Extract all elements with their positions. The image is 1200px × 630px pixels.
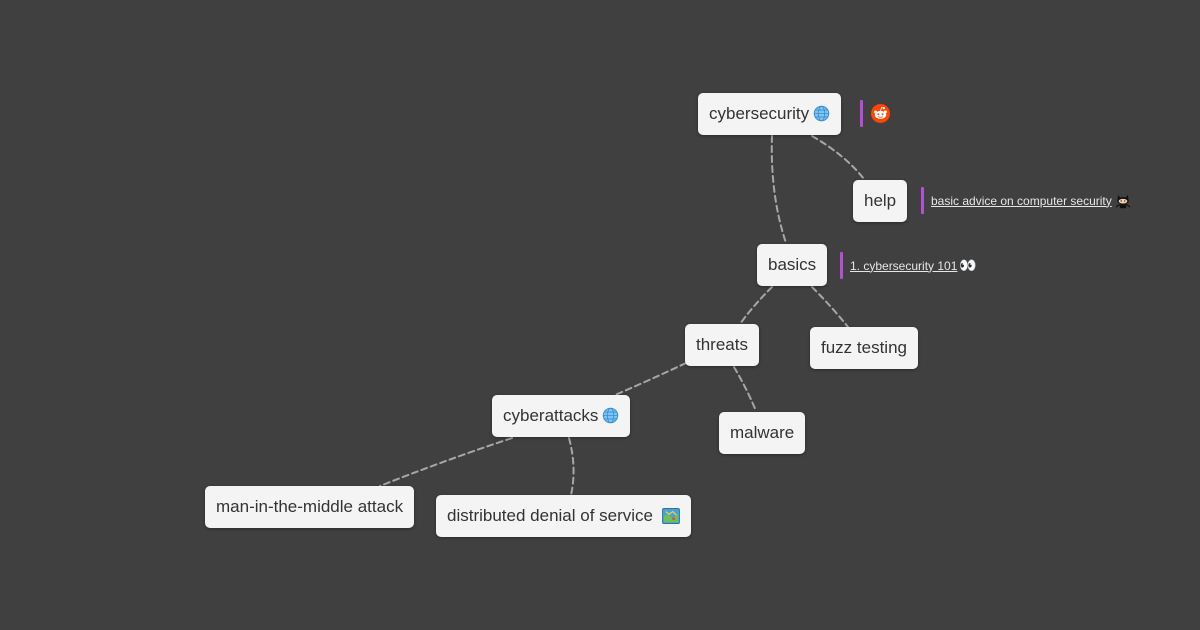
github-octocat-icon[interactable] [1114, 192, 1132, 210]
note-accent-bar [921, 187, 924, 214]
node-malware-label: malware [730, 423, 795, 442]
link-cybersecurity-101[interactable]: 1. cybersecurity 101 [850, 258, 958, 273]
node-basics-label: basics [768, 255, 817, 274]
edge-threats-malware [733, 366, 757, 412]
note-help: basic advice on computer security [921, 187, 1132, 214]
node-threats[interactable]: threats [685, 324, 759, 366]
node-ddos-label: distributed denial of service [447, 506, 654, 525]
edge-cybersecurity-help [811, 135, 865, 180]
node-cybersecurity[interactable]: cybersecurity [698, 93, 842, 135]
note-basics: 1. cybersecurity 101 👀 [840, 252, 977, 279]
node-cyberattacks[interactable]: cyberattacks [492, 395, 631, 437]
eyes-icon: 👀 [959, 257, 977, 273]
node-fuzz-testing-label: fuzz testing [821, 338, 907, 357]
edge-cybersecurity-basics [770, 135, 787, 244]
globe-icon [603, 407, 619, 424]
node-fuzz-testing[interactable]: fuzz testing [810, 327, 918, 369]
map-icon [662, 508, 680, 524]
node-mitm-label: man-in-the-middle attack [216, 497, 404, 516]
node-man-in-the-middle-attack[interactable]: man-in-the-middle attack [205, 486, 415, 528]
node-cybersecurity-label: cybersecurity [709, 104, 810, 123]
note-accent-bar [860, 100, 863, 127]
edge-threats-cyberattacks [614, 362, 687, 396]
globe-icon [813, 105, 830, 122]
node-malware[interactable]: malware [719, 412, 806, 454]
reddit-icon[interactable] [871, 104, 890, 123]
edge-cyberattacks-mitm [379, 437, 513, 487]
node-help-label: help [864, 191, 897, 210]
node-basics[interactable]: basics [757, 244, 828, 286]
link-basic-advice[interactable]: basic advice on computer security [931, 193, 1112, 208]
edge-basics-threats [739, 286, 773, 325]
node-distributed-denial-of-service[interactable]: distributed denial of service [436, 495, 692, 537]
edge-basics-fuzz-testing [811, 286, 849, 328]
node-threats-label: threats [696, 335, 748, 354]
note-cybersecurity [860, 100, 890, 127]
note-accent-bar [840, 252, 843, 279]
node-cyberattacks-label: cyberattacks [503, 406, 599, 425]
edge-cyberattacks-ddos [568, 437, 575, 496]
node-help[interactable]: help [853, 180, 908, 222]
